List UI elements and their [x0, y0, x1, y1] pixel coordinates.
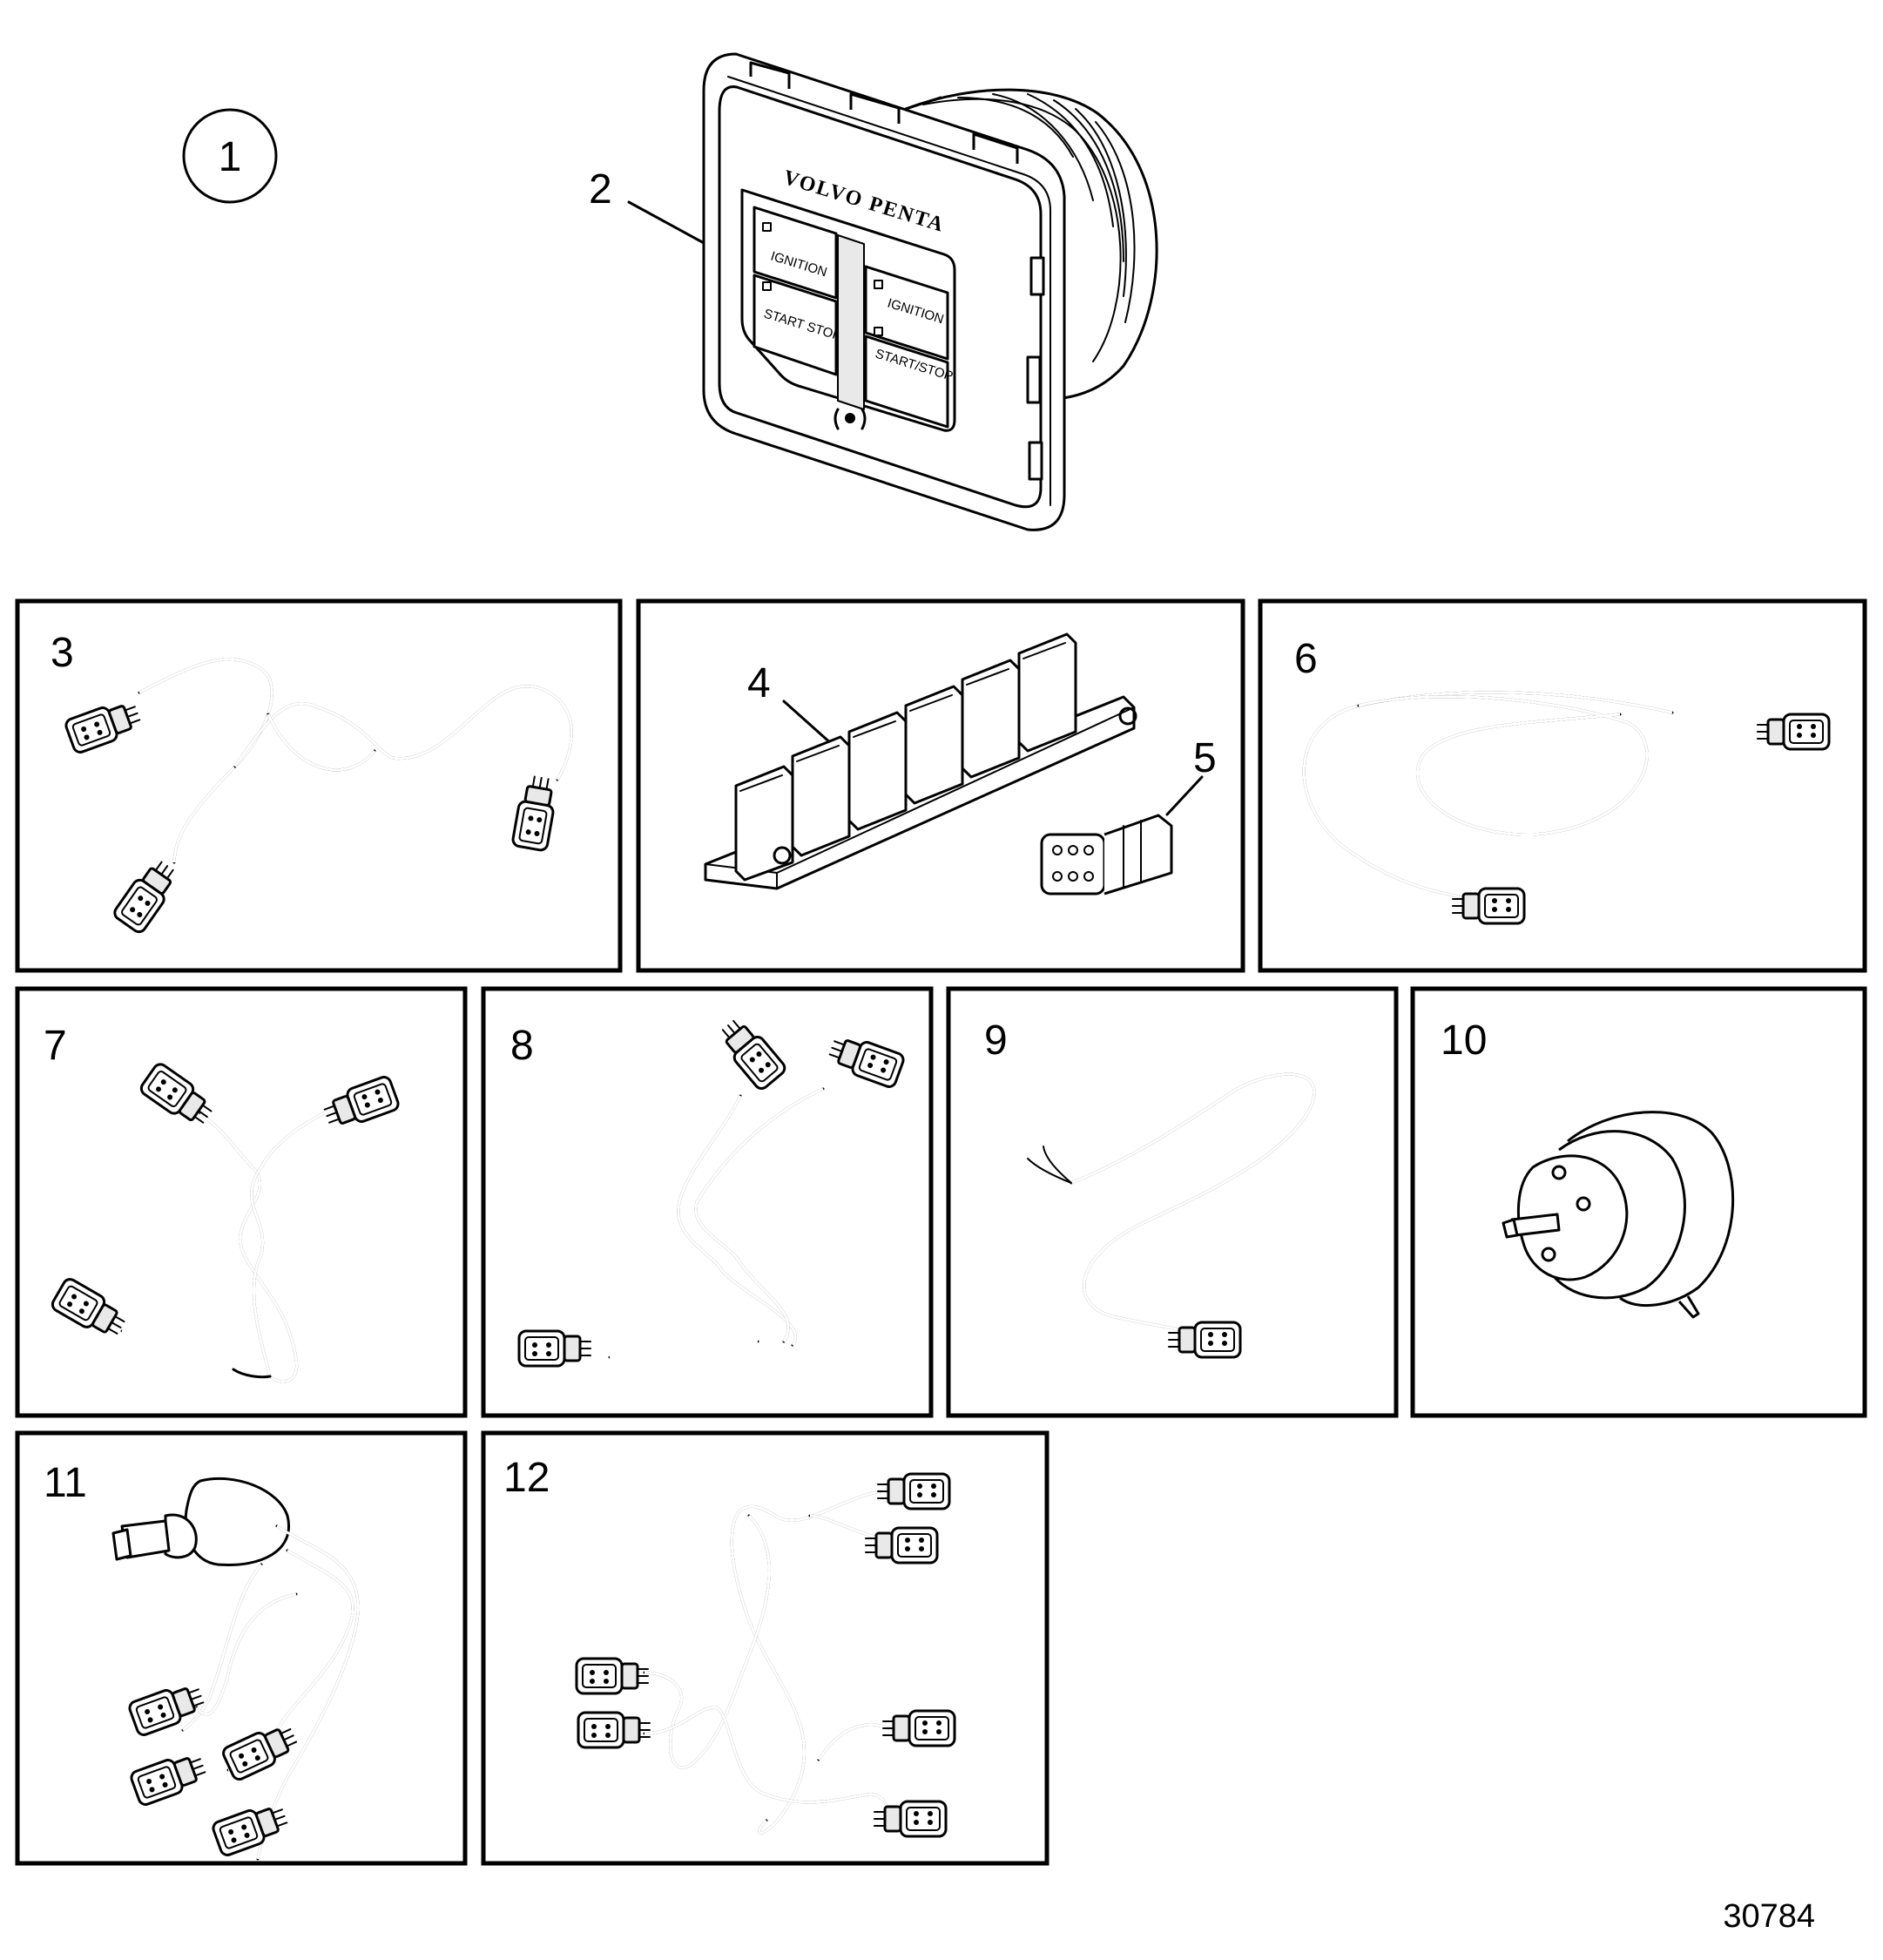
- item-6-extension-cable: 6: [1294, 636, 1831, 925]
- panel-side-clips: [1026, 256, 1045, 481]
- connector-icon: [137, 1060, 219, 1133]
- connector-icon: [1756, 713, 1831, 751]
- connector-icon: [320, 1073, 402, 1134]
- connector-icon: [876, 1472, 951, 1511]
- signal-icon: [834, 408, 867, 430]
- item-9-sensor-lead: 9: [984, 1017, 1316, 1359]
- item-11-sensor-harness: 11: [44, 1460, 360, 1861]
- connector-icon: [575, 1657, 650, 1695]
- connector-icon: [577, 1711, 651, 1749]
- connector-icon: [1451, 887, 1526, 925]
- panel-button-startstop-left[interactable]: START STOP: [753, 274, 843, 376]
- item-2-leader-line: [627, 200, 707, 246]
- item-5-label: 5: [1193, 735, 1217, 781]
- item-12-label: 12: [503, 1455, 550, 1501]
- connector-icon: [63, 695, 145, 756]
- connector-icon: [864, 1526, 939, 1565]
- connector-icon: [825, 1030, 907, 1091]
- item-7-label: 7: [44, 1023, 67, 1069]
- connector-icon: [1167, 1321, 1242, 1359]
- connector-icon: [510, 773, 560, 853]
- connector-icon: [873, 1800, 948, 1838]
- connector-icon: [210, 1798, 292, 1859]
- connector-icon: [219, 1718, 302, 1783]
- item-4-label: 4: [747, 660, 771, 706]
- connector-icon: [48, 1275, 131, 1344]
- box-item-11: [15, 1430, 468, 1866]
- item-8-adapter-cable: 8: [510, 1012, 907, 1368]
- connector-icon: [881, 1709, 956, 1747]
- item-2-label: 2: [589, 166, 612, 213]
- connector-icon: [713, 1012, 789, 1093]
- panel-top-clips: [749, 61, 1019, 164]
- box-item-12: [481, 1430, 1049, 1866]
- item-1-label: 1: [219, 134, 242, 180]
- box-item-9: [946, 986, 1399, 1418]
- item-1-callout: 1: [182, 108, 278, 204]
- panel-button-startstop-right[interactable]: START/STOP: [864, 327, 955, 429]
- connector-icon: [517, 1329, 592, 1368]
- connector-icon: [128, 1747, 210, 1808]
- panel-rear-housing: [904, 88, 1158, 401]
- item-6-label: 6: [1294, 636, 1318, 682]
- connector-icon: [126, 1678, 208, 1739]
- item-7-y-adapter: 7: [44, 1023, 402, 1383]
- box-item-10: [1410, 986, 1867, 1418]
- item-8-label: 8: [510, 1023, 534, 1069]
- item-5-plug: 5: [1040, 735, 1217, 896]
- box-item-4-5: [636, 598, 1245, 973]
- panel-inner-bezel: [718, 85, 1043, 509]
- connector-icon: [111, 855, 184, 936]
- item-3-label: 3: [51, 630, 74, 676]
- item-3-y-harness: 3: [51, 630, 573, 936]
- item-10-label: 10: [1441, 1017, 1487, 1064]
- box-item-6: [1258, 598, 1867, 973]
- panel-button-ignition-left[interactable]: IGNITION: [753, 206, 838, 300]
- socket-row: [734, 632, 1077, 882]
- item-10-sensor: 10: [1441, 1017, 1735, 1319]
- item-2-control-panel: 2 VOLVO: [589, 52, 1158, 531]
- item-9-label: 9: [984, 1017, 1008, 1064]
- panel-button-ignition-right[interactable]: IGNITION: [864, 265, 949, 361]
- box-item-3: [15, 598, 623, 973]
- item-4-connector-block: 4: [704, 632, 1137, 890]
- box-item-8: [481, 986, 934, 1418]
- box-item-7: [15, 986, 468, 1418]
- item-11-label: 11: [44, 1460, 87, 1506]
- figure-number: 30784: [1723, 1898, 1815, 1935]
- item-12-double-y-harness: 12: [503, 1455, 956, 1838]
